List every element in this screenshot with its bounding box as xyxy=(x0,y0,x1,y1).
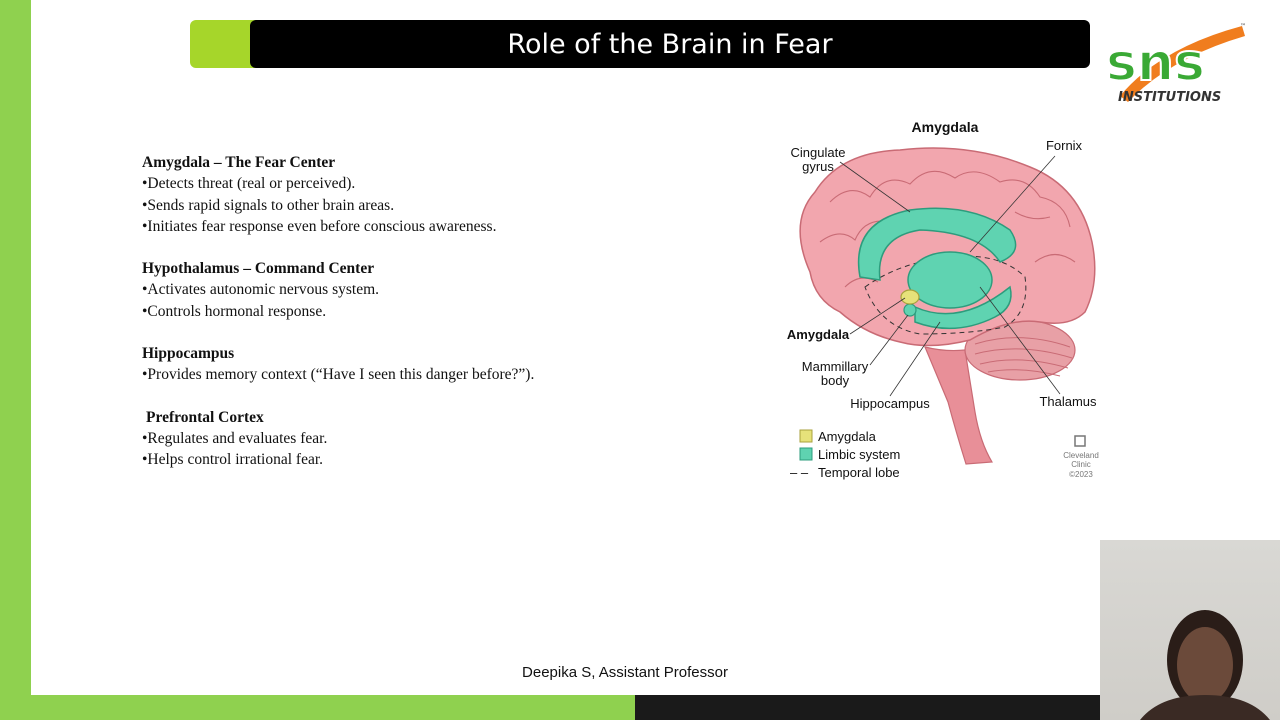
cerebellum-folds xyxy=(974,337,1073,377)
brain-diagram: Amygdala Cingulate gyrus Fornix Amygdala… xyxy=(787,119,1099,480)
cleveland-clinic-icon xyxy=(1074,435,1086,447)
section-heading: Amygdala – The Fear Center xyxy=(142,154,336,171)
presenter-video-icon xyxy=(1140,610,1270,720)
bullet-item: •Detects threat (real or perceived). xyxy=(142,175,356,193)
webcam-overlay xyxy=(1100,540,1280,720)
presenter-footer: Deepika S, Assistant Professor xyxy=(522,664,728,681)
slide-content: Amygdala – The Fear Center •Detects thre… xyxy=(142,152,702,492)
section-amygdala: Amygdala – The Fear Center •Detects thre… xyxy=(142,152,702,237)
label-amygdala: Amygdala xyxy=(787,327,850,342)
label-mammillary-body: Mammillary xyxy=(802,359,869,374)
credit-line-1: Cleveland xyxy=(1063,451,1099,460)
brain-gyri xyxy=(819,170,1076,288)
logo-subtitle: INSTITUTIONS xyxy=(1118,90,1221,105)
legend-limbic-system: Limbic system xyxy=(818,447,900,462)
label-cingulate-gyrus-2: gyrus xyxy=(802,159,834,174)
legend-swatch-amygdala xyxy=(799,429,813,443)
bullet-item: •Initiates fear response even before con… xyxy=(142,217,497,235)
credit-line-2: Clinic xyxy=(1071,460,1091,469)
bullet-item: •Activates autonomic nervous system. xyxy=(142,281,380,299)
hippocampus-shape xyxy=(914,285,1012,330)
title-bar: Role of the Brain in Fear xyxy=(250,20,1090,68)
logo-text: sns xyxy=(1106,33,1205,93)
slide-title: Role of the Brain in Fear xyxy=(507,28,833,60)
amygdala-shape xyxy=(900,289,920,305)
sns-institutions-logo: sns INSTITUTIONS ™ xyxy=(1105,23,1246,105)
legend-swatch-limbic xyxy=(799,447,813,461)
logo-trademark: ™ xyxy=(1240,23,1246,30)
bullet-item: •Controls hormonal response. xyxy=(142,302,327,320)
legend-amygdala: Amygdala xyxy=(818,429,877,444)
figure-title: Amygdala xyxy=(912,119,979,135)
brain-stem xyxy=(923,346,994,465)
section-heading: Prefrontal Cortex xyxy=(146,408,264,426)
bullet-item: •Helps control irrational fear. xyxy=(142,451,324,469)
bullet-item: •Sends rapid signals to other brain area… xyxy=(142,196,395,214)
legend-dash-symbol: – – xyxy=(790,465,809,480)
legend-temporal-lobe: Temporal lobe xyxy=(818,465,900,480)
bullet-item: •Provides memory context (“Have I seen t… xyxy=(142,366,535,384)
mammillary-body-shape xyxy=(903,303,917,317)
credit-line-3: ©2023 xyxy=(1069,470,1093,479)
thalamus-shape xyxy=(907,251,993,309)
label-cingulate-gyrus: Cingulate xyxy=(791,145,846,160)
label-mammillary-body-2: body xyxy=(821,373,850,388)
leader-lines xyxy=(839,155,1061,397)
left-accent-bar xyxy=(0,0,31,720)
section-heading: Hypothalamus – Command Center xyxy=(142,260,375,278)
bullet-item: •Regulates and evaluates fear. xyxy=(142,429,328,447)
cingulate-gyrus xyxy=(857,207,1017,281)
cerebrum xyxy=(799,147,1096,347)
section-hippocampus: Hippocampus •Provides memory context (“H… xyxy=(142,343,702,386)
section-hypothalamus: Hypothalamus – Command Center •Activates… xyxy=(142,258,702,322)
bottom-green-bar xyxy=(0,695,635,720)
section-prefrontal-cortex: Prefrontal Cortex •Regulates and evaluat… xyxy=(142,407,702,471)
logo-swoosh xyxy=(1120,26,1245,102)
label-fornix: Fornix xyxy=(1046,138,1083,153)
label-hippocampus: Hippocampus xyxy=(850,396,930,411)
label-thalamus: Thalamus xyxy=(1039,394,1097,409)
section-heading: Hippocampus xyxy=(142,345,235,363)
